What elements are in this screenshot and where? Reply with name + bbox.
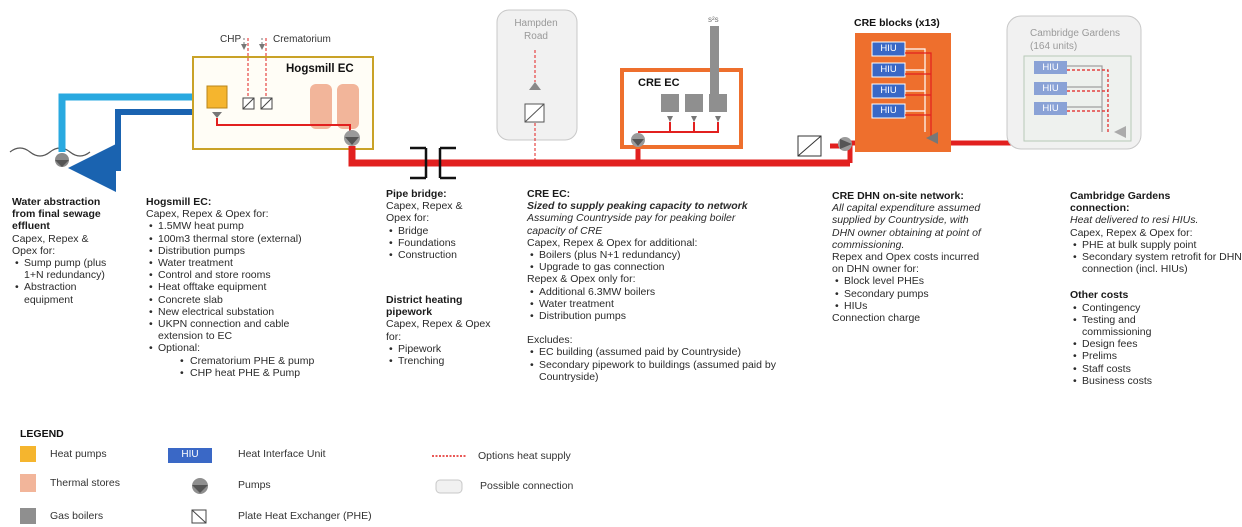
legend-gas-boilers: Gas boilers: [50, 510, 104, 522]
thermal-store-icon-2: [337, 84, 359, 129]
cre-blocks-title: CRE blocks (x13): [854, 17, 940, 29]
block-pump-icon: [926, 132, 938, 144]
legend-thermal-store-swatch: [20, 474, 36, 492]
list-item: Secondary pumps: [832, 288, 981, 300]
list-item: Secondary system retrofit for DHN connec…: [1070, 251, 1242, 275]
list-item: Staff costs: [1070, 363, 1242, 375]
list-item: Sump pump (plus 1+N redundancy): [12, 257, 114, 281]
list-item: Crematorium PHE & pump: [166, 355, 333, 367]
heat-pump-icon: [206, 85, 228, 109]
list-item: UKPN connection and cable extension to E…: [146, 318, 333, 342]
sewage-effluent-wave: [9, 147, 91, 157]
gas-boiler-icon-2: [685, 94, 703, 112]
water-abstraction-pipe: [58, 93, 205, 152]
list-item: Trenching: [386, 355, 490, 367]
list-item: Boilers (plus N+1 redundancy): [527, 249, 809, 261]
gas-boiler-icon: [661, 94, 679, 112]
hiu-label-2: HIU: [880, 64, 897, 75]
cambridge-gardens-label: Cambridge Gardens(164 units): [1030, 28, 1121, 52]
legend-options: Options heat supply: [478, 450, 571, 462]
cambridge-hiu-label-2: HIU: [1042, 83, 1059, 94]
hogsmill-ec-section: Hogsmill EC: Capex, Repex & Opex for: 1.…: [146, 196, 333, 379]
cambridge-hiu-icon: [1034, 61, 1067, 74]
list-item: Optional:: [146, 342, 333, 354]
list-item: Foundations: [386, 237, 462, 249]
list-item: 100m3 thermal store (external): [146, 233, 333, 245]
legend-gas-boiler-swatch: [20, 508, 36, 524]
cre-ec-title: CRE EC: [638, 77, 680, 89]
heat-network-main: [348, 146, 850, 167]
list-item: Heat offtake equipment: [146, 281, 333, 293]
list-item: Testing and commissioning: [1070, 314, 1182, 338]
hiu-label: HIU: [880, 43, 897, 54]
list-item: Distribution pumps: [146, 245, 333, 257]
flue-stack-icon: [710, 26, 719, 96]
smoke-icon: s²s: [708, 15, 719, 24]
list-item: Contingency: [1070, 302, 1242, 314]
list-item: Water treatment: [146, 257, 333, 269]
legend-phe: Plate Heat Exchanger (PHE): [238, 510, 372, 522]
cambridge-hiu-label-3: HIU: [1042, 103, 1059, 114]
cre-dhn-section: CRE DHN on-site network: All capital exp…: [832, 190, 981, 324]
list-item: Prelims: [1070, 350, 1242, 362]
hiu-label-3: HIU: [880, 85, 897, 96]
list-item: Distribution pumps: [527, 310, 809, 322]
water-abstraction-section: Water abstraction from final sewage effl…: [12, 196, 114, 306]
list-item: Business costs: [1070, 375, 1242, 387]
list-item: CHP heat PHE & Pump: [166, 367, 333, 379]
legend-heat-pumps: Heat pumps: [50, 448, 107, 460]
cambridge-hiu-label: HIU: [1042, 62, 1059, 73]
list-item: EC building (assumed paid by Countryside…: [527, 346, 809, 358]
list-item: Construction: [386, 249, 462, 261]
dh-pipework-section: District heating pipework Capex, Repex &…: [386, 294, 490, 367]
crematorium-label: Crematorium: [273, 34, 331, 45]
hampden-road-box: [496, 9, 578, 141]
list-item: Pipework: [386, 343, 490, 355]
hogsmill-ec-title: Hogsmill EC: [286, 63, 354, 75]
list-item: Bridge: [386, 225, 462, 237]
pipe-bridge-icon: [410, 146, 456, 180]
list-item: Upgrade to gas connection: [527, 261, 809, 273]
legend-pumps: Pumps: [238, 479, 271, 491]
list-item: New electrical substation: [146, 306, 333, 318]
legend-hiu: Heat Interface Unit: [238, 448, 326, 460]
legend-thermal-stores: Thermal stores: [50, 477, 121, 489]
cambridge-gardens-section: Cambridge Gardens connection: Heat deliv…: [1070, 190, 1242, 387]
chp-label: CHP: [220, 34, 242, 45]
list-item: Block level PHEs: [832, 275, 981, 287]
water-return-pipe: [68, 109, 205, 192]
cambridge-pump-icon: [1114, 126, 1126, 138]
list-item: 1.5MW heat pump: [146, 220, 333, 232]
list-item: Additional 6.3MW boilers: [527, 286, 809, 298]
legend-possible: Possible connection: [480, 480, 574, 492]
list-item: Design fees: [1070, 338, 1242, 350]
cambridge-hiu-icon-2: [1034, 82, 1067, 95]
legend-heat-pump-swatch: [20, 446, 36, 462]
list-item: PHE at bulk supply point: [1070, 239, 1242, 251]
cre-ec-section: CRE EC: Sized to supply peaking capacity…: [527, 188, 809, 383]
gas-boiler-icon-3: [709, 94, 727, 112]
list-item: Control and store rooms: [146, 269, 333, 281]
pipe-bridge-section: Pipe bridge: Capex, Repex & Opex for: Br…: [386, 188, 462, 261]
cambridge-hiu-icon-3: [1034, 102, 1067, 115]
list-item: Water treatment: [527, 298, 809, 310]
legend-hiu-swatch: [168, 448, 212, 463]
thermal-store-icon: [310, 84, 332, 129]
list-item: Concrete slab: [146, 294, 333, 306]
list-item: Abstraction equipment: [12, 281, 114, 305]
legend-title: LEGEND: [20, 428, 64, 440]
legend-hiu-chip-label: HIU: [181, 449, 199, 460]
list-item: HIUs: [832, 300, 981, 312]
list-item: Secondary pipework to buildings (assumed…: [527, 359, 809, 383]
hiu-label-4: HIU: [880, 105, 897, 116]
legend-possible-swatch: [435, 479, 463, 494]
